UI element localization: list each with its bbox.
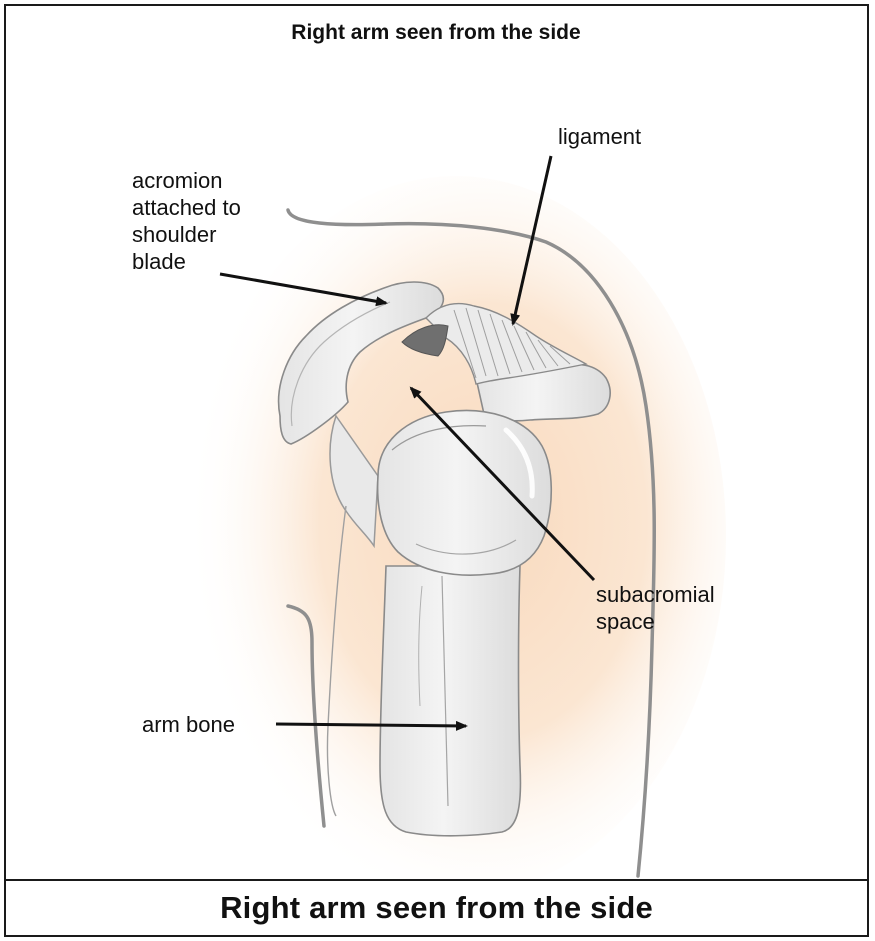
humerus-shaft bbox=[380, 566, 520, 836]
acromion-label-line-4: blade bbox=[132, 249, 186, 274]
arm-bone-arrow bbox=[276, 724, 466, 726]
caption-bar: Right arm seen from the side bbox=[6, 879, 867, 935]
figure-caption: Right arm seen from the side bbox=[220, 890, 653, 926]
shoulder-anatomy-svg: Right arm seen from the side bbox=[6, 6, 867, 879]
ligament-label: ligament bbox=[558, 124, 641, 149]
acromion-label-line-2: attached to bbox=[132, 195, 241, 220]
acromion-label: acromion attached to shoulder blade bbox=[132, 168, 241, 274]
diagram-frame: Right arm seen from the side bbox=[4, 4, 869, 937]
arm-bone-label: arm bone bbox=[142, 712, 235, 737]
subacromial-label-line-1: subacromial bbox=[596, 582, 715, 607]
acromion-label-line-1: acromion bbox=[132, 168, 222, 193]
diagram-title: Right arm seen from the side bbox=[291, 21, 580, 44]
shoulder-illustration: Right arm seen from the side bbox=[6, 6, 867, 879]
humeral-head bbox=[378, 410, 552, 575]
acromion-label-line-3: shoulder bbox=[132, 222, 216, 247]
subacromial-label-line-2: space bbox=[596, 609, 655, 634]
